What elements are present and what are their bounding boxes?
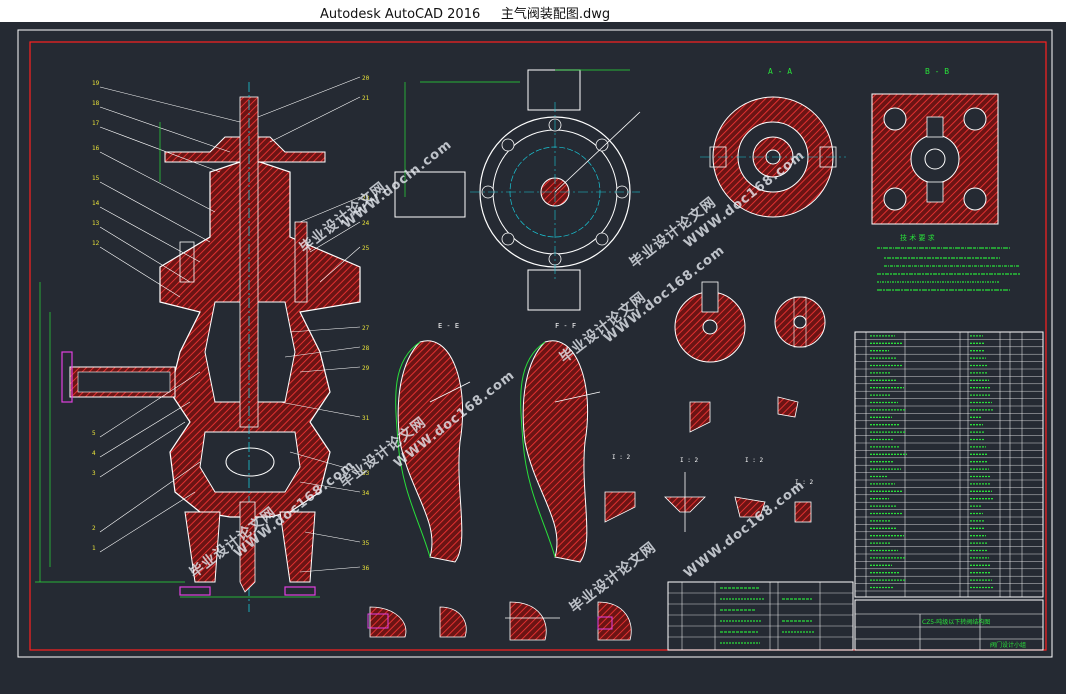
bottom-detail-views — [367, 601, 632, 641]
svg-text:20: 20 — [362, 75, 370, 82]
svg-text:21: 21 — [362, 95, 370, 102]
svg-text:12: 12 — [92, 240, 100, 247]
top-view — [394, 69, 641, 311]
detail-scale-2: I : 2 — [680, 457, 698, 464]
section-cc-dd — [674, 281, 826, 363]
svg-text:34: 34 — [362, 490, 370, 497]
svg-text:13: 13 — [92, 220, 100, 227]
svg-text:29: 29 — [362, 365, 370, 372]
drawing-canvas[interactable]: 19 18 17 16 15 14 13 12 5 4 3 2 1 20 21 23 24 25 27 2… — [0, 22, 1066, 694]
svg-text:19: 19 — [92, 80, 100, 87]
window-title: Autodesk AutoCAD 2016 主气阀装配图.dwg — [320, 7, 611, 22]
section-aa: A - A — [700, 67, 846, 218]
svg-text:36: 36 — [362, 565, 370, 572]
svg-text:24: 24 — [362, 220, 370, 227]
detail-scale-3: I : 2 — [745, 457, 763, 464]
section-ff-label: F - F — [555, 322, 576, 330]
tech-requirements-title: 技 术 要 求 — [900, 233, 935, 242]
svg-text:33: 33 — [362, 470, 370, 477]
detail-scale-1: I : 2 — [612, 454, 630, 461]
parts-list-lower — [667, 581, 854, 651]
svg-text:14: 14 — [92, 200, 100, 207]
detail-views: I : 2 I : 2 I : 2 I : 2 — [604, 396, 813, 532]
technical-requirements: 技 术 要 求 — [877, 233, 1020, 291]
svg-text:3: 3 — [92, 470, 96, 477]
section-aa-label: A - A — [768, 67, 792, 76]
svg-text:27: 27 — [362, 325, 370, 332]
title-bar: Autodesk AutoCAD 2016 主气阀装配图.dwg — [0, 0, 1066, 22]
svg-text:23: 23 — [362, 195, 370, 202]
svg-text:2: 2 — [92, 525, 96, 532]
title-block: CZ5-吨级以下转阀结构图 阀门设计小组 — [854, 599, 1044, 651]
main-section-view: 19 18 17 16 15 14 13 12 5 4 3 2 1 20 21 23 24 25 27 2… — [35, 75, 370, 612]
section-ee-label: E - E — [438, 322, 459, 330]
parts-list-table — [854, 331, 1044, 598]
svg-text:18: 18 — [92, 100, 100, 107]
svg-text:31: 31 — [362, 415, 370, 422]
svg-text:17: 17 — [92, 120, 100, 127]
section-bb-label: B - B — [925, 67, 949, 76]
section-bb: B - B — [871, 67, 999, 225]
svg-text:25: 25 — [362, 245, 370, 252]
drawing-title: CZ5-吨级以下转阀结构图 — [922, 618, 990, 626]
detail-scale-4: I : 2 — [795, 479, 813, 486]
svg-text:5: 5 — [92, 430, 96, 437]
cad-drawing: 19 18 17 16 15 14 13 12 5 4 3 2 1 20 21 23 24 25 27 2… — [17, 29, 1053, 658]
svg-text:15: 15 — [92, 175, 100, 182]
section-ff: F - F — [520, 322, 601, 563]
inner-frame — [29, 41, 1047, 651]
section-ee: E - E — [395, 322, 471, 563]
svg-text:1: 1 — [92, 545, 96, 552]
svg-text:28: 28 — [362, 345, 370, 352]
svg-text:16: 16 — [92, 145, 100, 152]
svg-text:35: 35 — [362, 540, 370, 547]
company-name: 阀门设计小组 — [990, 641, 1026, 649]
outer-frame — [17, 29, 1053, 658]
svg-text:4: 4 — [92, 450, 96, 457]
